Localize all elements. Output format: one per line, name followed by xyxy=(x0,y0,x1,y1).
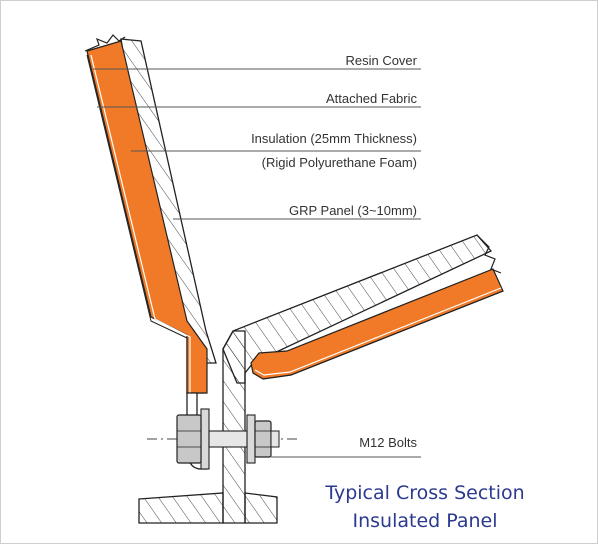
break-line-right xyxy=(476,234,502,274)
resin-cover-line-left xyxy=(86,54,188,393)
bolt-shank xyxy=(208,430,248,448)
caption-line-2: Insulated Panel xyxy=(352,510,497,532)
caption-line-1: Typical Cross Section xyxy=(324,482,524,504)
break-line-left xyxy=(84,34,126,52)
label-insulation-sub: (Rigid Polyurethane Foam) xyxy=(262,155,417,170)
resin-cover-line-right xyxy=(252,290,504,380)
label-insulation: Insulation (25mm Thickness) xyxy=(251,131,417,146)
fabric-line-right xyxy=(254,287,502,376)
bolt-washer-left xyxy=(200,408,210,470)
fabric-line-left xyxy=(90,54,191,393)
label-resin-cover: Resin Cover xyxy=(345,53,417,68)
grp-base-plate xyxy=(138,492,224,524)
label-m12-bolts: M12 Bolts xyxy=(359,435,417,450)
label-attached-fabric: Attached Fabric xyxy=(326,91,418,106)
bolt-thread-end xyxy=(270,430,280,448)
bolt-washer-right xyxy=(246,414,256,464)
bolt-head xyxy=(176,414,202,464)
label-grp-panel: GRP Panel (3~10mm) xyxy=(289,203,417,218)
bolt-nut xyxy=(254,420,272,458)
grp-base-right xyxy=(244,492,278,524)
